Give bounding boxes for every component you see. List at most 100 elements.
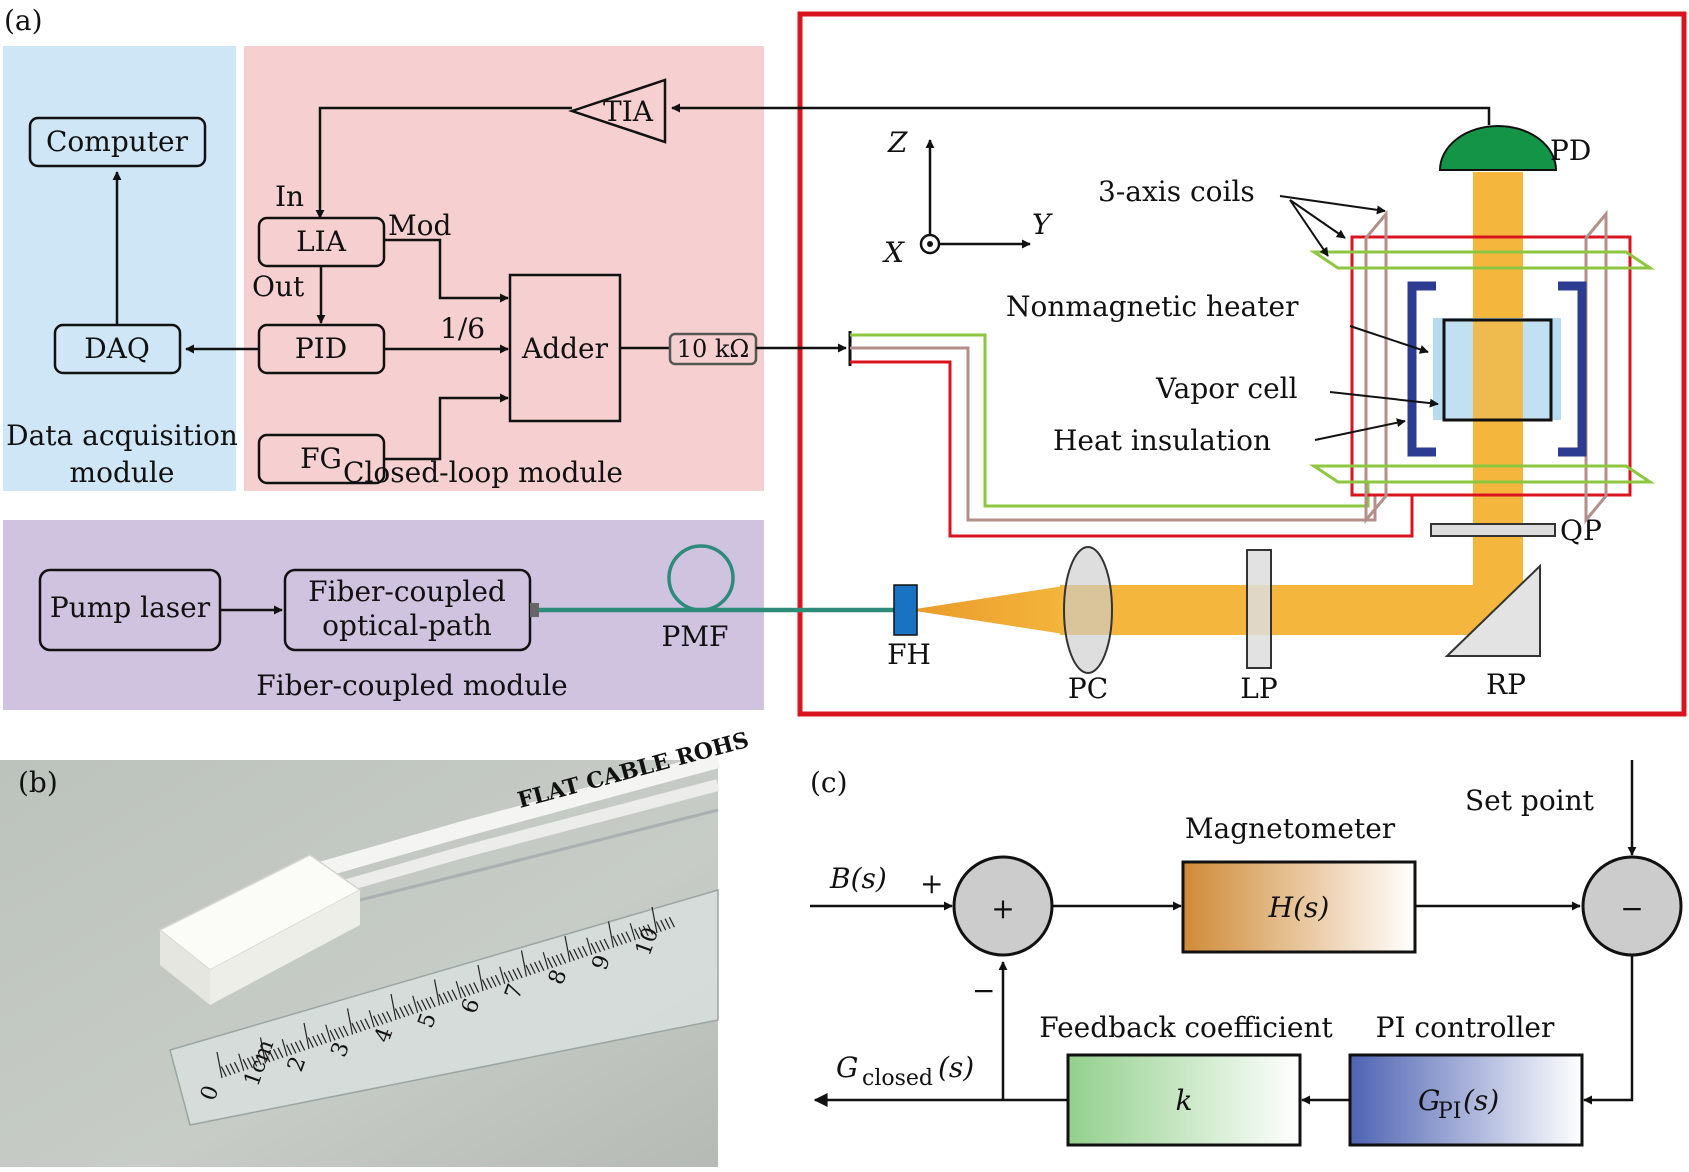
fh-label: FH — [887, 638, 931, 671]
sensor-block-front — [210, 890, 360, 1005]
ruler-tick — [303, 1022, 310, 1050]
g-closed-main: G — [836, 1051, 858, 1084]
ruler-tick — [329, 1030, 336, 1041]
set-point-label: Set point — [1465, 784, 1595, 817]
ruler-tick — [416, 1001, 423, 1012]
ruler-tick — [586, 937, 593, 955]
pid-label: PID — [295, 332, 347, 365]
heater-label: Nonmagnetic heater — [1006, 290, 1299, 323]
ruler-tick — [259, 1037, 267, 1064]
pump-laser-label: Pump laser — [50, 591, 211, 624]
ruler-tick — [468, 983, 475, 995]
computer-label: Computer — [46, 125, 189, 158]
ruler-tick — [629, 923, 636, 941]
fiber-connector — [530, 603, 539, 617]
closed-loop-module-label: Closed-loop module — [343, 456, 623, 489]
rp-label: RP — [1486, 668, 1526, 701]
ruler-tick — [294, 1041, 301, 1053]
ruler-tick — [246, 1057, 253, 1069]
ruler-tick — [373, 1015, 380, 1027]
ruler-tick — [594, 941, 601, 953]
coils-arrow-1 — [1279, 195, 1386, 215]
ruler-tick — [590, 943, 597, 954]
coil-z-frame — [1350, 235, 1632, 497]
ruler-tick — [390, 993, 397, 1021]
ruler-tick — [386, 1011, 393, 1022]
right-angle-prism — [1444, 563, 1541, 657]
diverging-beam — [909, 585, 1070, 635]
ruler-tick — [312, 1035, 319, 1047]
ruler-tick — [307, 1037, 314, 1048]
fco-label-1: Fiber-coupled — [308, 575, 506, 608]
heater-left — [1407, 281, 1436, 457]
ruler-tick — [368, 1010, 375, 1028]
vapor-cell-label: Vapor cell — [1155, 372, 1298, 405]
insulation-label: Heat insulation — [1053, 424, 1271, 457]
magnetometer-block — [1181, 860, 1417, 954]
ruler-tick — [651, 906, 658, 934]
ruler-tick — [381, 1012, 388, 1024]
coil-y-right — [1584, 209, 1608, 525]
daq-label: DAQ — [84, 332, 150, 365]
ruler-tick — [268, 1050, 275, 1061]
g-closed-arg: (s) — [938, 1051, 974, 1084]
ruler-tick — [290, 1043, 297, 1054]
ruler-tick — [551, 956, 558, 967]
ruler-tick — [442, 992, 449, 1003]
ruler-tick — [616, 934, 623, 945]
ruler-tick — [325, 1024, 332, 1042]
g-pi-main: G — [1418, 1084, 1440, 1117]
resistor-label: 10 kΩ — [677, 335, 750, 363]
ruler-tick — [364, 1018, 371, 1029]
g-pi-arg: (s) — [1463, 1084, 1499, 1117]
ruler-tick — [242, 1059, 249, 1070]
ruler-tick — [542, 952, 549, 970]
ruler-tick — [507, 970, 514, 982]
y-axis-label: Y — [1032, 208, 1053, 241]
ruler-tick — [220, 1066, 227, 1077]
tia-amplifier — [568, 78, 667, 144]
ruler-tick — [399, 1006, 406, 1018]
ruler-tick — [273, 1048, 280, 1060]
ruler-tick — [451, 989, 458, 1000]
ruler-tick — [642, 925, 649, 937]
ruler-tick — [251, 1056, 258, 1067]
ruler-tick — [438, 993, 445, 1005]
pd-to-tia-line — [671, 103, 1491, 125]
panel-label-a: (a) — [4, 4, 43, 37]
mod-label: Mod — [388, 209, 452, 242]
heater-arrow — [1349, 325, 1429, 354]
magnetometer-label: Magnetometer — [1185, 812, 1396, 845]
ruler-tick — [360, 1019, 367, 1031]
ruler-tick — [647, 924, 654, 935]
plus-sign: + — [920, 867, 943, 900]
ruler-tick — [355, 1021, 362, 1032]
ruler-tick — [460, 986, 467, 998]
summing-junction-symbol: + — [991, 892, 1014, 925]
coil-wire-red — [850, 360, 1414, 538]
g-pi-sub: PI — [1438, 1099, 1462, 1124]
insulation-arrow — [1314, 418, 1406, 441]
x-axis-dot — [927, 241, 933, 247]
panel-label-b: (b) — [18, 766, 58, 799]
ruler-tick — [560, 953, 567, 964]
ruler-tick — [534, 961, 541, 973]
ruler-tick — [281, 1039, 288, 1057]
ruler-tick — [577, 947, 584, 958]
ruler-tick — [481, 979, 488, 990]
lia-label: LIA — [296, 225, 347, 258]
tia-label: TIA — [603, 95, 654, 128]
ruler-tick — [603, 938, 610, 950]
daq-module-label-1: Data acquisition — [6, 419, 238, 452]
ruler-tick — [494, 974, 501, 986]
ruler — [169, 888, 719, 1126]
ruler-tick — [607, 921, 615, 948]
pi-controller-block — [1348, 1053, 1584, 1147]
ruler-tick — [477, 964, 484, 992]
ruler-tick — [346, 1008, 354, 1035]
out-label: Out — [252, 270, 305, 303]
fiber-module-label: Fiber-coupled module — [256, 669, 567, 702]
